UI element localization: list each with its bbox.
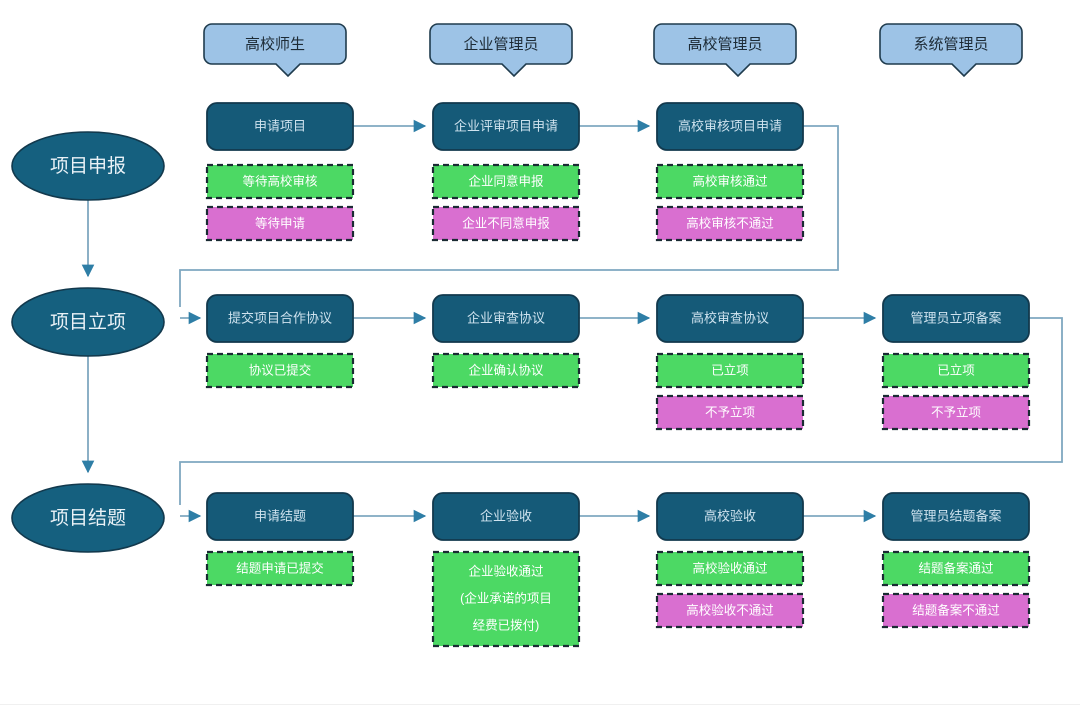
lane-header-system[interactable]: 系统管理员 [879,23,1023,78]
stage-nodes: 项目申报 项目立项 项目结题 [11,131,165,553]
page-bottom-divider [0,704,1080,705]
state-node-fail[interactable]: 企业不同意申报 [431,205,581,242]
state-node-label: 结题备案不通过 [912,602,1000,617]
state-node-label: 不予立项 [705,404,755,419]
stage-node-approve[interactable]: 项目立项 [11,287,165,357]
lane-header-label: 高校师生 [245,36,305,53]
process-node-university-review-application[interactable]: 高校审核项目申请 [656,102,804,151]
process-node-label: 提交项目合作协议 [228,310,332,325]
state-node-fail[interactable]: 不予立项 [655,394,805,431]
process-node-label: 企业审查协议 [467,310,545,325]
process-node-apply-closure[interactable]: 申请结题 [206,492,354,541]
process-node-enterprise-acceptance[interactable]: 企业验收 [432,492,580,541]
process-node-label: 高校验收 [704,508,756,523]
row-declare: 申请项目 等待高校审核 等待申请 企业评审项目申请 企业同意申报 企业不同意申报… [205,102,805,242]
process-node-apply-project[interactable]: 申请项目 [206,102,354,151]
state-node-label: 高校审核通过 [692,173,768,188]
state-node-pass[interactable]: 已立项 [655,352,805,389]
process-node-admin-record-closure[interactable]: 管理员结题备案 [882,492,1030,541]
state-node-fail[interactable]: 等待申请 [205,205,355,242]
state-node-pass[interactable]: 已立项 [881,352,1031,389]
process-node-label: 高校审查协议 [691,310,769,325]
lane-headers: 高校师生 企业管理员 高校管理员 系统管理员 [203,23,1023,78]
process-node-admin-record-approval[interactable]: 管理员立项备案 [882,294,1030,343]
state-node-pass[interactable]: 企业确认协议 [431,352,581,389]
connector-row2-to-row3 [179,317,1063,505]
state-node-label: 企业不同意申报 [462,215,550,230]
process-node-submit-agreement[interactable]: 提交项目合作协议 [206,294,354,343]
state-node-label-line1: 企业验收通过 [468,563,544,578]
connectors [81,119,1063,523]
stage-node-label: 项目结题 [50,507,126,529]
stage-node-label: 项目申报 [50,155,126,177]
state-node-pass[interactable]: 协议已提交 [205,352,355,389]
state-node-pass[interactable]: 结题申请已提交 [205,550,355,587]
stage-node-close[interactable]: 项目结题 [11,483,165,553]
state-node-label: 不予立项 [931,404,981,419]
state-node-label: 结题申请已提交 [236,560,324,575]
lane-header-university[interactable]: 高校管理员 [653,23,797,78]
process-node-enterprise-review-application[interactable]: 企业评审项目申请 [432,102,580,151]
state-node-label: 高校审核不通过 [686,215,774,230]
process-node-enterprise-check-agreement[interactable]: 企业审查协议 [432,294,580,343]
state-node-pass[interactable]: 高校验收通过 [655,550,805,587]
state-node-label: 已立项 [937,362,975,377]
state-node-fail[interactable]: 结题备案不通过 [881,592,1031,629]
state-node-fail[interactable]: 高校审核不通过 [655,205,805,242]
state-node-pass[interactable]: 企业验收通过 (企业承诺的项目 经费已拨付) [431,550,581,648]
state-node-fail[interactable]: 高校验收不通过 [655,592,805,629]
stage-node-label: 项目立项 [50,311,126,333]
state-node-label: 高校验收不通过 [686,602,774,617]
lane-header-enterprise[interactable]: 企业管理员 [429,23,573,78]
process-node-label: 管理员结题备案 [910,508,1001,523]
lane-header-label: 企业管理员 [463,35,538,53]
process-node-university-acceptance[interactable]: 高校验收 [656,492,804,541]
process-node-label: 管理员立项备案 [910,310,1001,325]
process-node-label: 企业验收 [480,508,532,523]
state-node-label: 企业确认协议 [468,362,544,377]
process-node-label: 企业评审项目申请 [454,118,558,133]
row-approve: 提交项目合作协议 协议已提交 企业审查协议 企业确认协议 高校审查协议 已立项 … [205,294,1031,431]
state-node-pass[interactable]: 高校审核通过 [655,163,805,200]
state-node-fail[interactable]: 不予立项 [881,394,1031,431]
connector-row1-to-row2 [179,125,839,307]
state-node-label-line3: 经费已拨付) [473,618,540,632]
state-node-label: 企业同意申报 [468,173,544,188]
state-node-pass[interactable]: 结题备案通过 [881,550,1031,587]
state-node-label: 高校验收通过 [692,560,768,575]
lane-header-label: 系统管理员 [913,36,988,53]
state-node-label: 协议已提交 [249,362,312,377]
row-close: 申请结题 结题申请已提交 企业验收 企业验收通过 (企业承诺的项目 经费已拨付)… [205,492,1031,648]
state-node-label-line2: (企业承诺的项目 [460,590,552,605]
state-node-label: 等待申请 [255,215,305,230]
process-node-label: 申请项目 [254,118,306,133]
state-node-pass[interactable]: 企业同意申报 [431,163,581,200]
state-node-label: 结题备案通过 [918,560,994,575]
state-node-label: 已立项 [711,362,749,377]
state-node-label: 等待高校审核 [242,173,318,188]
lane-header-teacher[interactable]: 高校师生 [203,23,347,78]
process-node-label: 申请结题 [254,508,306,523]
stage-node-declare[interactable]: 项目申报 [11,131,165,201]
state-node-pass[interactable]: 等待高校审核 [205,163,355,200]
lane-header-label: 高校管理员 [687,36,762,53]
process-node-university-check-agreement[interactable]: 高校审查协议 [656,294,804,343]
process-node-label: 高校审核项目申请 [678,118,782,133]
